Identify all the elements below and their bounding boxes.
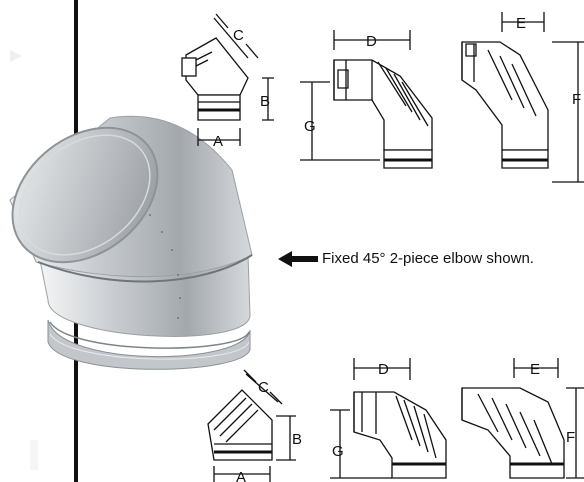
dim-label-e-bottom: E (530, 361, 540, 378)
dim-label-f-top: F (572, 91, 581, 108)
diagram-pipe-d-top (300, 30, 433, 169)
dim-label-f-bottom: F (566, 429, 575, 446)
diagram-pipe-d-bottom (330, 358, 447, 479)
dimension-letters: C B A D G E F C B A D G E F (213, 15, 581, 482)
diagram-pipe-ef-top (461, 12, 584, 183)
dim-label-d-bottom: D (378, 361, 389, 378)
caption-text: Fixed 45° 2-piece elbow shown. (322, 250, 534, 267)
dim-label-g-top: G (304, 118, 316, 135)
dim-label-a-top: A (213, 133, 223, 150)
dim-label-b-top: B (260, 93, 270, 110)
diagram-pipe-ef-bottom (461, 358, 584, 479)
diagram-45-bottom (207, 369, 296, 482)
dim-label-b-bottom: B (292, 431, 302, 448)
dim-label-g-bottom: G (332, 443, 344, 460)
dim-label-e-top: E (516, 15, 526, 32)
dim-label-d-top: D (366, 33, 377, 50)
background-marks (10, 50, 38, 470)
dim-label-a-bottom: A (236, 469, 246, 482)
dim-label-c-top: C (233, 27, 244, 44)
dim-label-c-bottom: C (258, 379, 269, 396)
left-arrow-icon (278, 251, 318, 267)
elbow-photo (9, 115, 253, 370)
diagram-45-top (181, 13, 274, 146)
